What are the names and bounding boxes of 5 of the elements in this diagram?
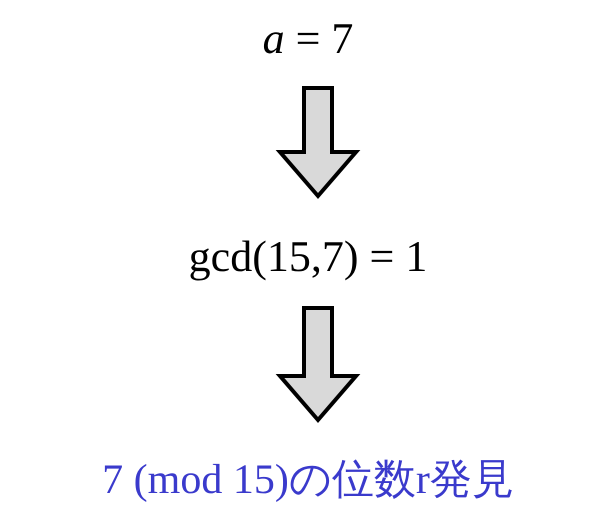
block-arrow: [276, 306, 360, 424]
math-text: a = 7: [262, 17, 354, 61]
block-arrow: [276, 86, 360, 200]
math-text: gcd(15,7) = 1: [188, 235, 428, 279]
math-text: 7 (mod 15)の位数r発見: [102, 459, 514, 501]
